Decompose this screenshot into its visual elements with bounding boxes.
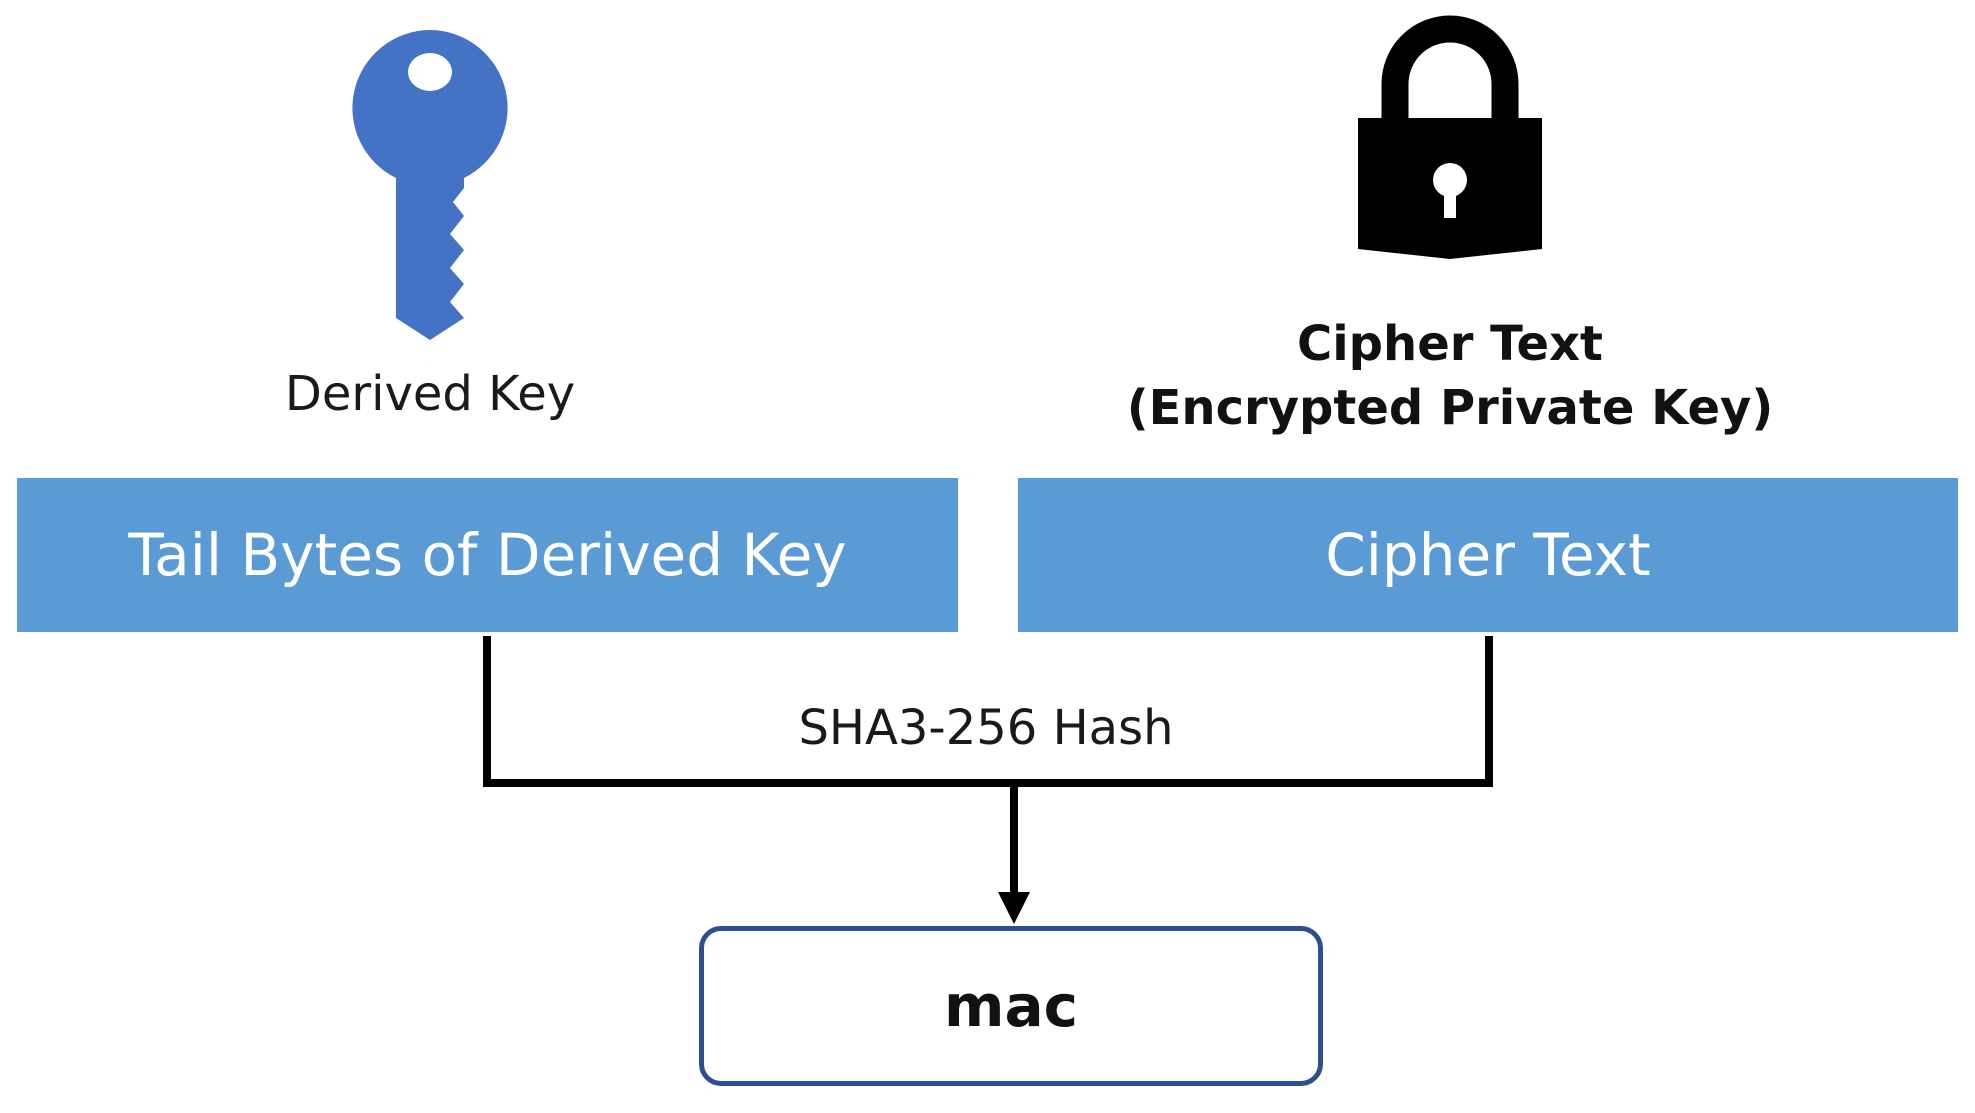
derived-key-label: Derived Key xyxy=(284,366,576,422)
mac-box: mac xyxy=(699,926,1323,1086)
arrowhead xyxy=(998,892,1030,924)
mac-label: mac xyxy=(944,972,1078,1040)
merge-line xyxy=(483,636,1493,787)
tail-bytes-bar: Tail Bytes of Derived Key xyxy=(17,478,958,632)
cipher-text-label-line2: (Encrypted Private Key) xyxy=(1126,380,1774,436)
cipher-text-bar: Cipher Text xyxy=(1018,478,1958,632)
lock-icon xyxy=(1358,15,1542,259)
tail-bytes-bar-label: Tail Bytes of Derived Key xyxy=(128,521,847,589)
cipher-text-label: Cipher Text (Encrypted Private Key) xyxy=(1100,312,1800,440)
key-icon xyxy=(352,30,508,340)
cipher-text-bar-label: Cipher Text xyxy=(1325,521,1651,589)
hash-label: SHA3-256 Hash xyxy=(798,700,1174,756)
cipher-text-label-line1: Cipher Text xyxy=(1297,316,1603,372)
